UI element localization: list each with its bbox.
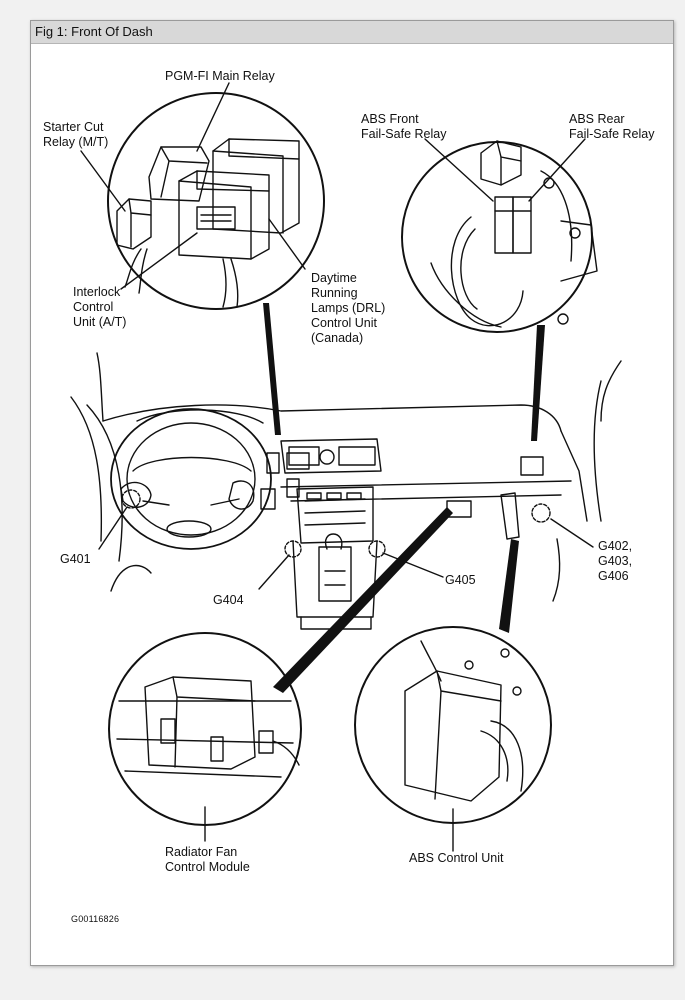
label-interlock-control-unit: Interlock Control Unit (A/T) (73, 285, 127, 329)
label-abs-rear-relay: ABS Rear Fail-Safe Relay (569, 112, 655, 141)
figure-frame: Fig 1: Front Of Dash (30, 20, 674, 966)
dash-diagram (70, 82, 622, 852)
label-abs-front-relay: ABS Front Fail-Safe Relay (361, 112, 447, 141)
figure-code: G00116826 (71, 914, 120, 924)
label-radiator-fan-module: Radiator Fan Control Module (165, 845, 250, 874)
label-g404: G404 (213, 593, 244, 607)
abs-control-inset-circle (354, 626, 552, 824)
label-starter-cut-relay: Starter Cut Relay (M/T) (43, 120, 109, 149)
label-g405: G405 (445, 573, 476, 587)
label-pgm-fi-main-relay: PGM-FI Main Relay (165, 69, 275, 83)
connector-arms (263, 303, 545, 693)
label-g402-g403-g406: G402, G403, G406 (598, 539, 633, 583)
label-drl-control-unit: Daytime Running Lamps (DRL) Control Unit… (311, 271, 386, 345)
label-abs-control-unit: ABS Control Unit (409, 851, 504, 865)
abs-relay-inset-circle (401, 140, 598, 333)
radiator-fan-inset-circle (108, 632, 302, 826)
figure-title: Fig 1: Front Of Dash (31, 21, 673, 44)
label-g401: G401 (60, 552, 91, 566)
dashboard-outline (70, 352, 622, 630)
relay-inset-circle (107, 92, 325, 310)
